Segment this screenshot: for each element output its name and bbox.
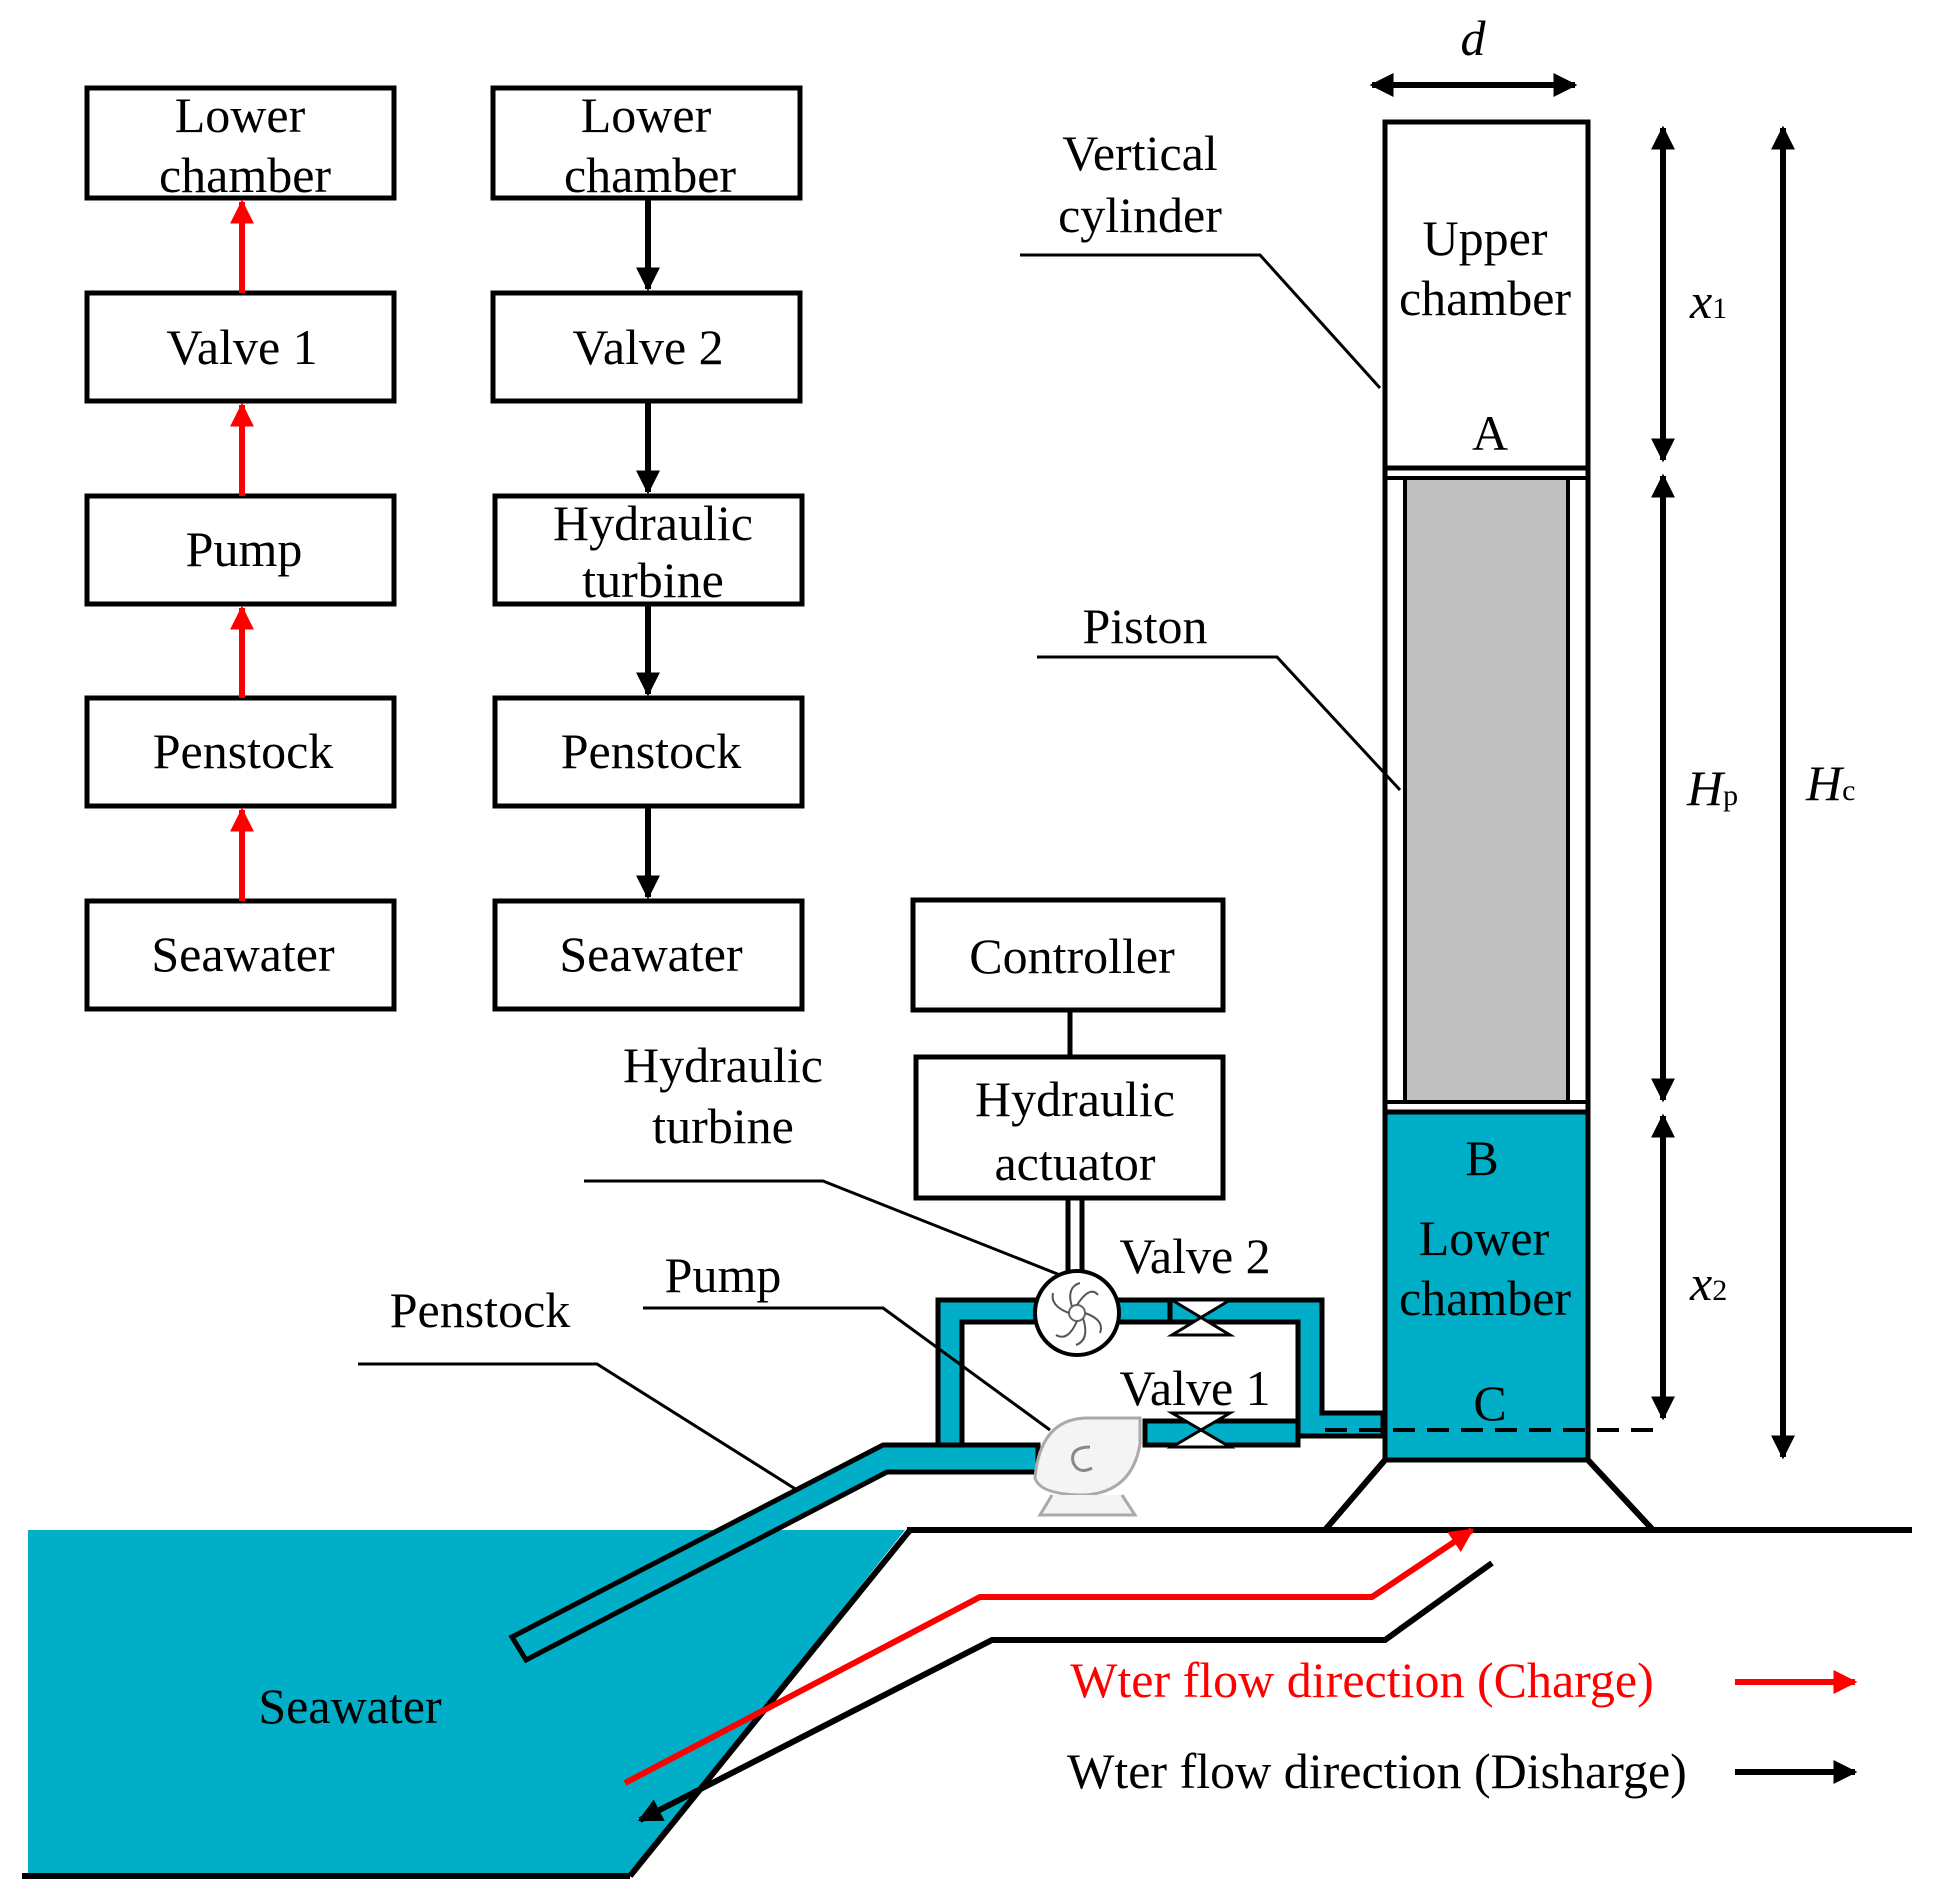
discharge-lower-chamber-label-2: chamber bbox=[564, 147, 736, 203]
controller-box bbox=[910, 897, 1226, 1013]
charge-lower-chamber-box bbox=[84, 85, 397, 201]
point-a-label: A bbox=[1472, 405, 1508, 461]
discharge-chain: Lower chamber Valve 2 Hydraulic turbine … bbox=[490, 85, 805, 1012]
dimension-hc-label: Hc bbox=[1805, 755, 1855, 811]
discharge-lower-chamber-box bbox=[490, 85, 803, 201]
upper-chamber-label-1: Upper bbox=[1423, 210, 1548, 266]
discharge-penstock-box bbox=[492, 695, 805, 809]
vertical-cylinder bbox=[1322, 119, 1665, 1533]
turbine-label-2: turbine bbox=[652, 1098, 794, 1154]
seawater-label: Seawater bbox=[258, 1678, 442, 1734]
pump-symbol bbox=[1033, 1416, 1142, 1517]
turbine-leader bbox=[584, 1179, 1061, 1277]
controller-label: Controller bbox=[969, 928, 1175, 984]
vertical-cylinder-label-1: Vertical bbox=[1062, 125, 1217, 181]
valve1-label: Valve 1 bbox=[1119, 1360, 1270, 1416]
penstock-leader bbox=[358, 1362, 798, 1492]
dimension-x1-label: x1 bbox=[1689, 273, 1727, 329]
piston-label: Piston bbox=[1082, 598, 1207, 654]
point-c-label: C bbox=[1473, 1375, 1506, 1431]
discharge-seawater-box bbox=[492, 898, 805, 1012]
charge-seawater-box bbox=[84, 898, 397, 1012]
discharge-turbine-label-2: turbine bbox=[582, 552, 724, 608]
charge-pump-label: Pump bbox=[186, 521, 303, 577]
charge-penstock-label: Penstock bbox=[153, 723, 334, 779]
vertical-cylinder-leader bbox=[1020, 253, 1382, 390]
dimension-d-label: d bbox=[1461, 10, 1487, 66]
shore-slope-line bbox=[627, 1528, 913, 1878]
vertical-cylinder-label-2: cylinder bbox=[1058, 187, 1222, 243]
discharge-seawater-label: Seawater bbox=[559, 926, 743, 982]
hydraulic-actuator-box bbox=[913, 1054, 1226, 1201]
hydraulic-actuator-label-2: actuator bbox=[994, 1135, 1155, 1191]
charge-chain: Lower chamber Valve 1 Pump Penstock Seaw… bbox=[84, 85, 397, 1012]
hydraulic-actuator-label-1: Hydraulic bbox=[975, 1071, 1175, 1127]
charge-lower-chamber-label-2: chamber bbox=[159, 147, 331, 203]
discharge-turbine-box bbox=[492, 493, 805, 607]
discharge-valve2-box bbox=[490, 290, 803, 404]
penstock-label: Penstock bbox=[390, 1282, 571, 1338]
valve2-symbol bbox=[1166, 1298, 1236, 1337]
piston-leader bbox=[1037, 655, 1402, 792]
discharge-lower-chamber-label-1: Lower bbox=[581, 87, 712, 143]
dimension-x2-label: x2 bbox=[1689, 1255, 1727, 1311]
turbine-label-1: Hydraulic bbox=[623, 1037, 823, 1093]
charge-flow-arrow bbox=[623, 1527, 1474, 1786]
point-b-label: B bbox=[1465, 1130, 1498, 1186]
seawater-body bbox=[28, 1530, 905, 1877]
discharge-turbine-label-1: Hydraulic bbox=[553, 495, 753, 551]
discharge-penstock-label: Penstock bbox=[561, 723, 742, 779]
charge-valve1-label: Valve 1 bbox=[166, 319, 317, 375]
pump-leader bbox=[643, 1306, 1051, 1432]
valve2-label: Valve 2 bbox=[1119, 1228, 1270, 1284]
cylinder-legs bbox=[1322, 1457, 1656, 1533]
pump-label: Pump bbox=[665, 1247, 782, 1303]
dimension-hp-label: Hp bbox=[1686, 760, 1738, 816]
charge-valve1-box bbox=[84, 290, 397, 404]
charge-penstock-box bbox=[84, 695, 397, 809]
lower-chamber bbox=[1382, 1109, 1591, 1463]
upper-chamber-label-2: chamber bbox=[1399, 270, 1571, 326]
valve1-symbol bbox=[1166, 1411, 1236, 1449]
charge-seawater-label: Seawater bbox=[151, 926, 335, 982]
lower-chamber-label-1: Lower bbox=[1419, 1210, 1550, 1266]
discharge-valve2-label: Valve 2 bbox=[572, 319, 723, 375]
charge-lower-chamber-label-1: Lower bbox=[175, 87, 306, 143]
upper-chamber bbox=[1382, 119, 1591, 471]
discharge-flow-arrow bbox=[637, 1560, 1494, 1823]
legend-charge-label: Wter flow direction (Charge) bbox=[1070, 1652, 1654, 1708]
piston bbox=[1403, 476, 1570, 1104]
hydraulic-turbine-symbol bbox=[1033, 1269, 1121, 1357]
legend-discharge-label: Wter flow direction (Disharge) bbox=[1067, 1743, 1687, 1799]
lower-chamber-label-2: chamber bbox=[1399, 1270, 1571, 1326]
